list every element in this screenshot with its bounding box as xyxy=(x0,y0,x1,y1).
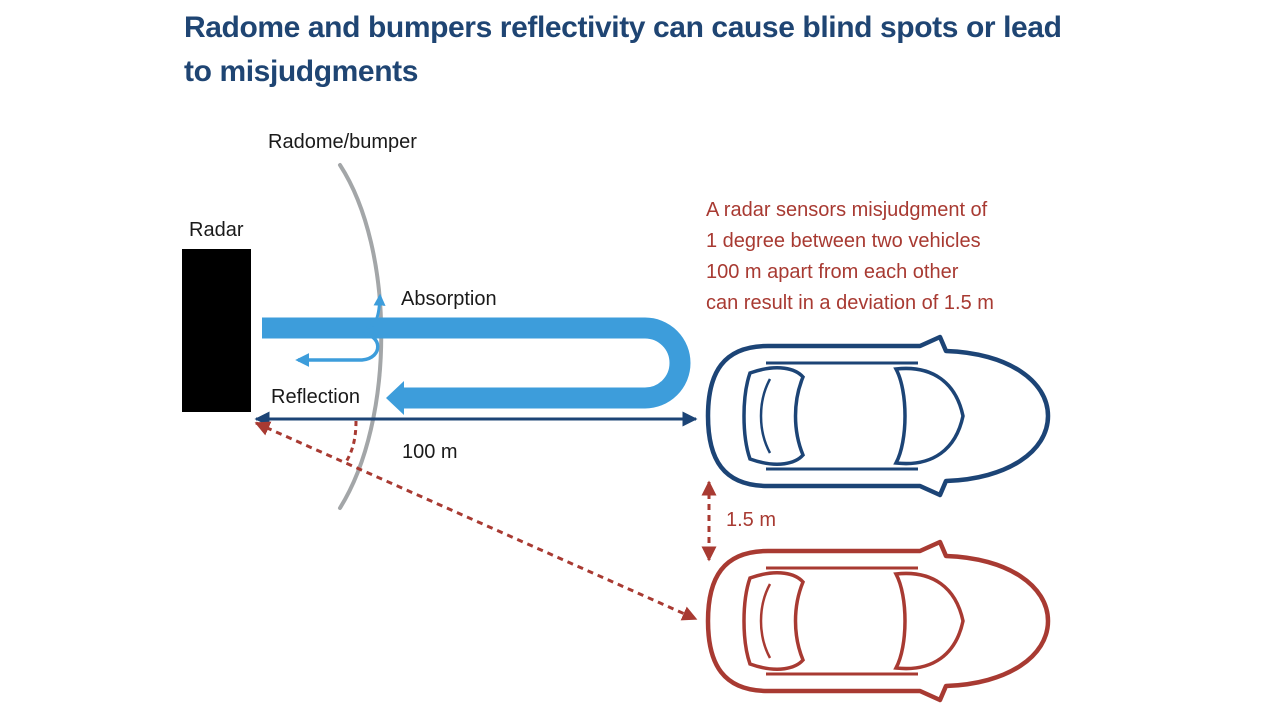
note-line-1: A radar sensors misjudgment of xyxy=(706,199,988,221)
absorption-label: Absorption xyxy=(401,288,497,310)
radar-block xyxy=(182,249,251,412)
absorption-arrow xyxy=(366,293,386,330)
angle-arc xyxy=(344,420,358,463)
title-line-1: Radome and bumpers reflectivity can caus… xyxy=(184,11,1062,44)
reflection-label: Reflection xyxy=(271,386,360,408)
distance-label: 100 m xyxy=(402,441,458,463)
note-line-3: 100 m apart from each other xyxy=(706,261,959,283)
signal-path xyxy=(262,317,691,409)
page-title: Radome and bumpers reflectivity can caus… xyxy=(184,6,1084,94)
deviation-label: 1.5 m xyxy=(726,509,776,531)
title-line-2: to misjudgments xyxy=(184,55,419,88)
misjudgment-line xyxy=(254,421,698,621)
note-line-4: can result in a deviation of 1.5 m xyxy=(706,292,994,314)
blue-car xyxy=(708,337,1048,495)
radome-label: Radome/bumper xyxy=(268,131,417,153)
signal-arrowhead xyxy=(386,381,404,415)
note-line-2: 1 degree between two vehicles xyxy=(706,230,981,252)
reflection-arrow xyxy=(295,332,380,367)
radar-label: Radar xyxy=(189,219,244,241)
red-car xyxy=(708,542,1048,700)
